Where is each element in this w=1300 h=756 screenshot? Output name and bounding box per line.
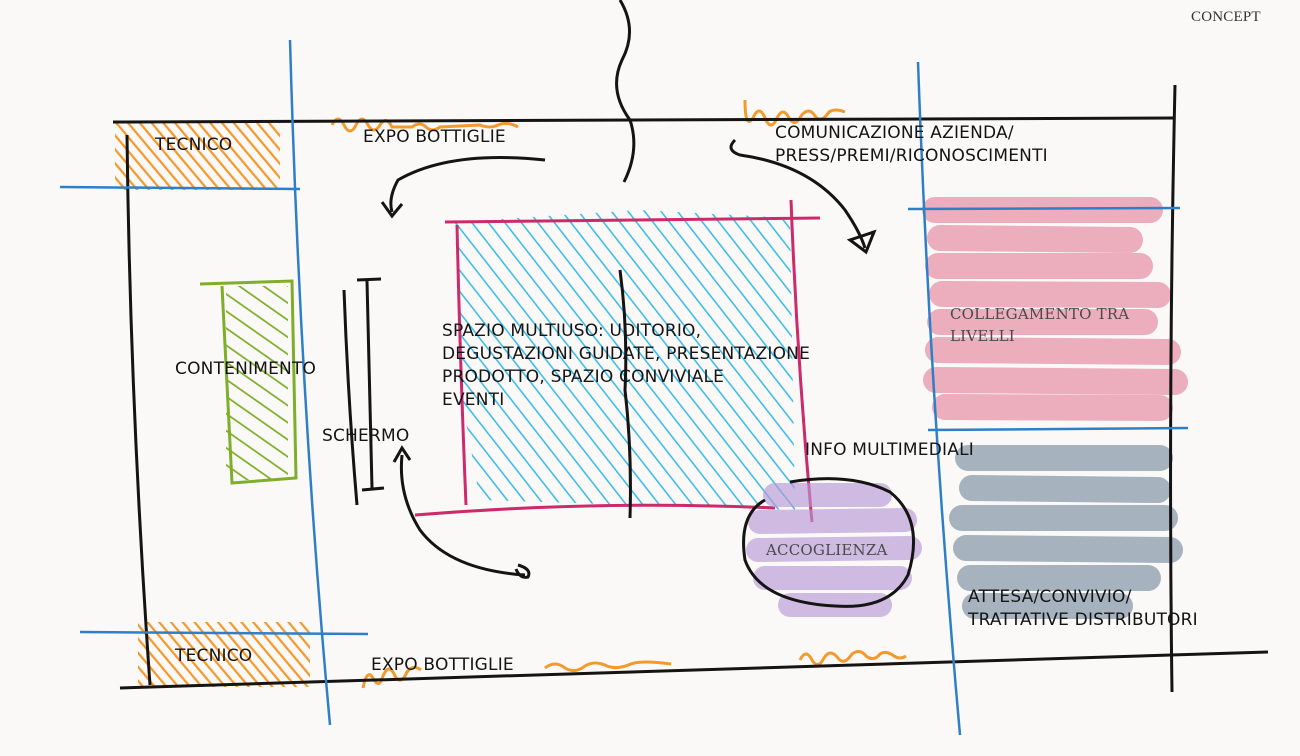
wall-left — [125, 134, 152, 686]
label-tecnico-bottom: TECNICO — [175, 646, 253, 666]
arrow-comunicazione-to-right — [729, 138, 877, 255]
expo-squiggle-bottom-mid — [544, 660, 672, 673]
label-expo-bottiglie-top: EXPO BOTTIGLIE — [363, 127, 506, 147]
wall-bottom — [119, 650, 1269, 690]
expo-squiggle-bottom-right — [798, 649, 907, 666]
label-expo-bottiglie-bottom: EXPO BOTTIGLIE — [371, 655, 514, 675]
expo-squiggle-bottom-left — [361, 665, 422, 689]
label-collegamento: COLLEGAMENTO TRA LIVELLI — [950, 305, 1130, 345]
collegamento-bands — [922, 197, 1188, 421]
contenimento-hatch — [226, 286, 288, 480]
arrow-expo-to-left — [380, 156, 546, 219]
concept-title: CONCEPT — [1191, 9, 1261, 25]
blue-guide-lines — [59, 39, 1189, 736]
contenimento-outline — [199, 279, 298, 485]
spazio-frame-top — [444, 216, 821, 224]
central-axis-line — [615, 0, 636, 519]
label-info-multimediali: INFO MULTIMEDIALI — [805, 440, 974, 460]
attesa-bands — [949, 445, 1183, 619]
accoglienza-outline — [742, 477, 916, 608]
label-accoglienza: ACCOGLIENZA — [766, 541, 888, 559]
spazio-frame-left — [455, 224, 468, 506]
label-spazio-multiuso: SPAZIO MULTIUSO: UDITORIO, DEGUSTAZIONI … — [442, 321, 811, 410]
label-schermo: SCHERMO — [322, 426, 410, 446]
label-tecnico-top: TECNICO — [155, 135, 233, 155]
arrow-bottom-to-schermo — [392, 445, 531, 579]
label-attesa-convivio: ATTESA/CONVIVIO/ TRATTATIVE DISTRIBUTORI — [968, 587, 1198, 630]
spazio-frame-bottom — [414, 503, 776, 517]
label-comunicazione: COMUNICAZIONE AZIENDA/ PRESS/PREMI/RICON… — [775, 123, 1048, 166]
schermo-bracket — [342, 277, 385, 506]
wall-top — [112, 116, 1176, 124]
label-contenimento: CONTENIMENTO — [175, 359, 317, 379]
tecnico-top-hatch — [115, 122, 280, 190]
wall-right — [1169, 84, 1177, 693]
